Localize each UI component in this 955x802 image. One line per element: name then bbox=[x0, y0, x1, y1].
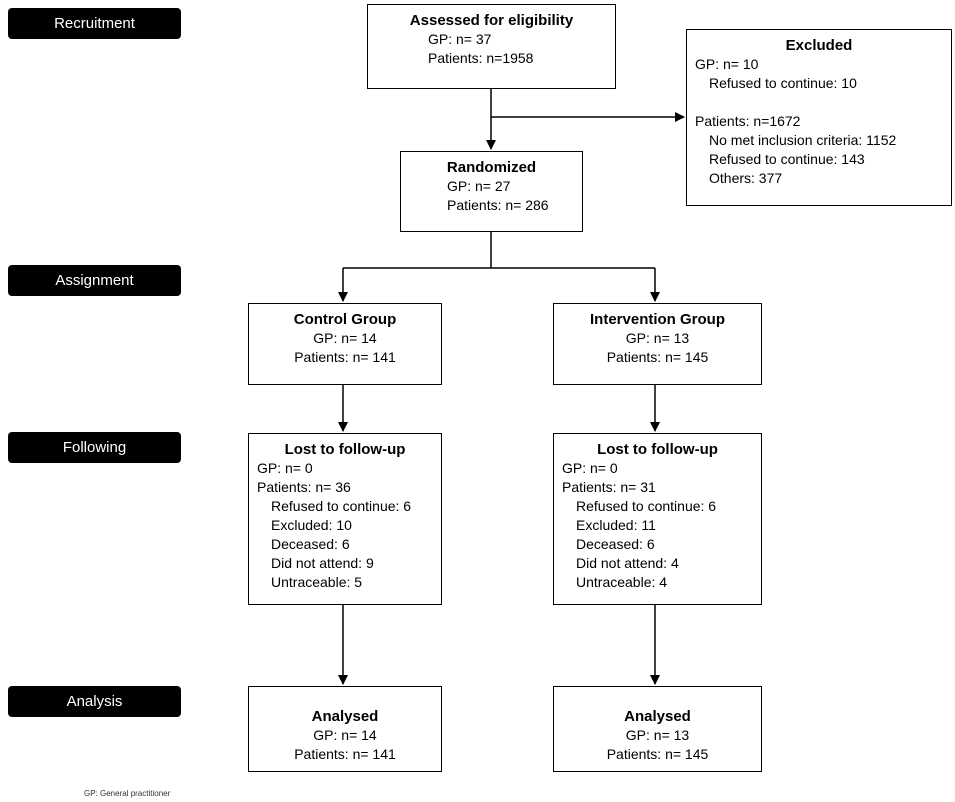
footnote: GP: General practitioner bbox=[84, 789, 171, 798]
lost-followup-control-box: Lost to follow-up GP: n= 0 Patients: n= … bbox=[248, 433, 442, 605]
excluded-patients: Patients: n=1672 bbox=[695, 113, 801, 129]
randomized-patients: Patients: n= 286 bbox=[447, 197, 549, 213]
assessed-box: Assessed for eligibility GP: n= 37 Patie… bbox=[367, 4, 616, 89]
intervention-gp: GP: n= 13 bbox=[625, 330, 690, 346]
control-title: Control Group bbox=[293, 311, 397, 328]
randomized-title: Randomized bbox=[446, 159, 537, 176]
excluded-no-met: No met inclusion criteria: 1152 bbox=[709, 132, 897, 148]
excluded-others: Others: 377 bbox=[709, 170, 783, 186]
lost-control-refused: Refused to continue: 6 bbox=[271, 498, 412, 514]
lost-intervention-untraceable: Untraceable: 4 bbox=[576, 574, 668, 590]
analysed-control-box: Analysed GP: n= 14 Patients: n= 141 bbox=[248, 686, 442, 772]
lost-control-title: Lost to follow-up bbox=[284, 441, 406, 458]
stage-analysis: Analysis bbox=[8, 686, 181, 717]
analysed-intervention-box: Analysed GP: n= 13 Patients: n= 145 bbox=[553, 686, 762, 772]
lost-intervention-did-not-attend: Did not attend: 4 bbox=[576, 555, 679, 571]
lost-intervention-deceased: Deceased: 6 bbox=[576, 536, 655, 552]
control-patients: Patients: n= 141 bbox=[294, 349, 396, 365]
assessed-patients: Patients: n=1958 bbox=[428, 50, 534, 66]
lost-control-excluded: Excluded: 10 bbox=[271, 517, 352, 533]
excluded-gp-refused: Refused to continue: 10 bbox=[709, 75, 857, 91]
randomized-box: Randomized GP: n= 27 Patients: n= 286 bbox=[400, 151, 583, 232]
lost-control-patients: Patients: n= 36 bbox=[257, 479, 351, 495]
lost-followup-intervention-box: Lost to follow-up GP: n= 0 Patients: n= … bbox=[553, 433, 762, 605]
lost-control-gp: GP: n= 0 bbox=[257, 460, 313, 476]
excluded-box: Excluded GP: n= 10 Refused to continue: … bbox=[686, 29, 952, 206]
intervention-title: Intervention Group bbox=[590, 311, 725, 328]
analysed-intervention-gp: GP: n= 13 bbox=[625, 727, 690, 743]
lost-control-did-not-attend: Did not attend: 9 bbox=[271, 555, 374, 571]
excluded-title: Excluded bbox=[785, 37, 853, 54]
control-gp: GP: n= 14 bbox=[313, 330, 377, 346]
analysed-control-title: Analysed bbox=[311, 708, 379, 725]
randomized-gp: GP: n= 27 bbox=[447, 178, 511, 194]
lost-control-untraceable: Untraceable: 5 bbox=[271, 574, 363, 590]
lost-intervention-excluded: Excluded: 11 bbox=[576, 517, 656, 533]
assessed-title: Assessed for eligibility bbox=[409, 12, 574, 29]
analysed-control-gp: GP: n= 14 bbox=[313, 727, 377, 743]
analysed-intervention-patients: Patients: n= 145 bbox=[606, 746, 709, 762]
stage-assignment: Assignment bbox=[8, 265, 181, 296]
assessed-gp: GP: n= 37 bbox=[428, 31, 492, 47]
stage-following: Following bbox=[8, 432, 181, 463]
lost-intervention-title: Lost to follow-up bbox=[597, 441, 718, 458]
stage-recruitment: Recruitment bbox=[8, 8, 181, 39]
lost-intervention-patients: Patients: n= 31 bbox=[562, 479, 656, 495]
lost-control-deceased: Deceased: 6 bbox=[271, 536, 350, 552]
lost-intervention-gp: GP: n= 0 bbox=[562, 460, 618, 476]
lost-intervention-refused: Refused to continue: 6 bbox=[576, 498, 717, 514]
excluded-refused: Refused to continue: 143 bbox=[709, 151, 865, 167]
intervention-patients: Patients: n= 145 bbox=[606, 349, 709, 365]
intervention-group-box: Intervention Group GP: n= 13 Patients: n… bbox=[553, 303, 762, 385]
excluded-gp: GP: n= 10 bbox=[695, 56, 759, 72]
analysed-intervention-title: Analysed bbox=[624, 708, 691, 725]
analysed-control-patients: Patients: n= 141 bbox=[294, 746, 396, 762]
control-group-box: Control Group GP: n= 14 Patients: n= 141 bbox=[248, 303, 442, 385]
